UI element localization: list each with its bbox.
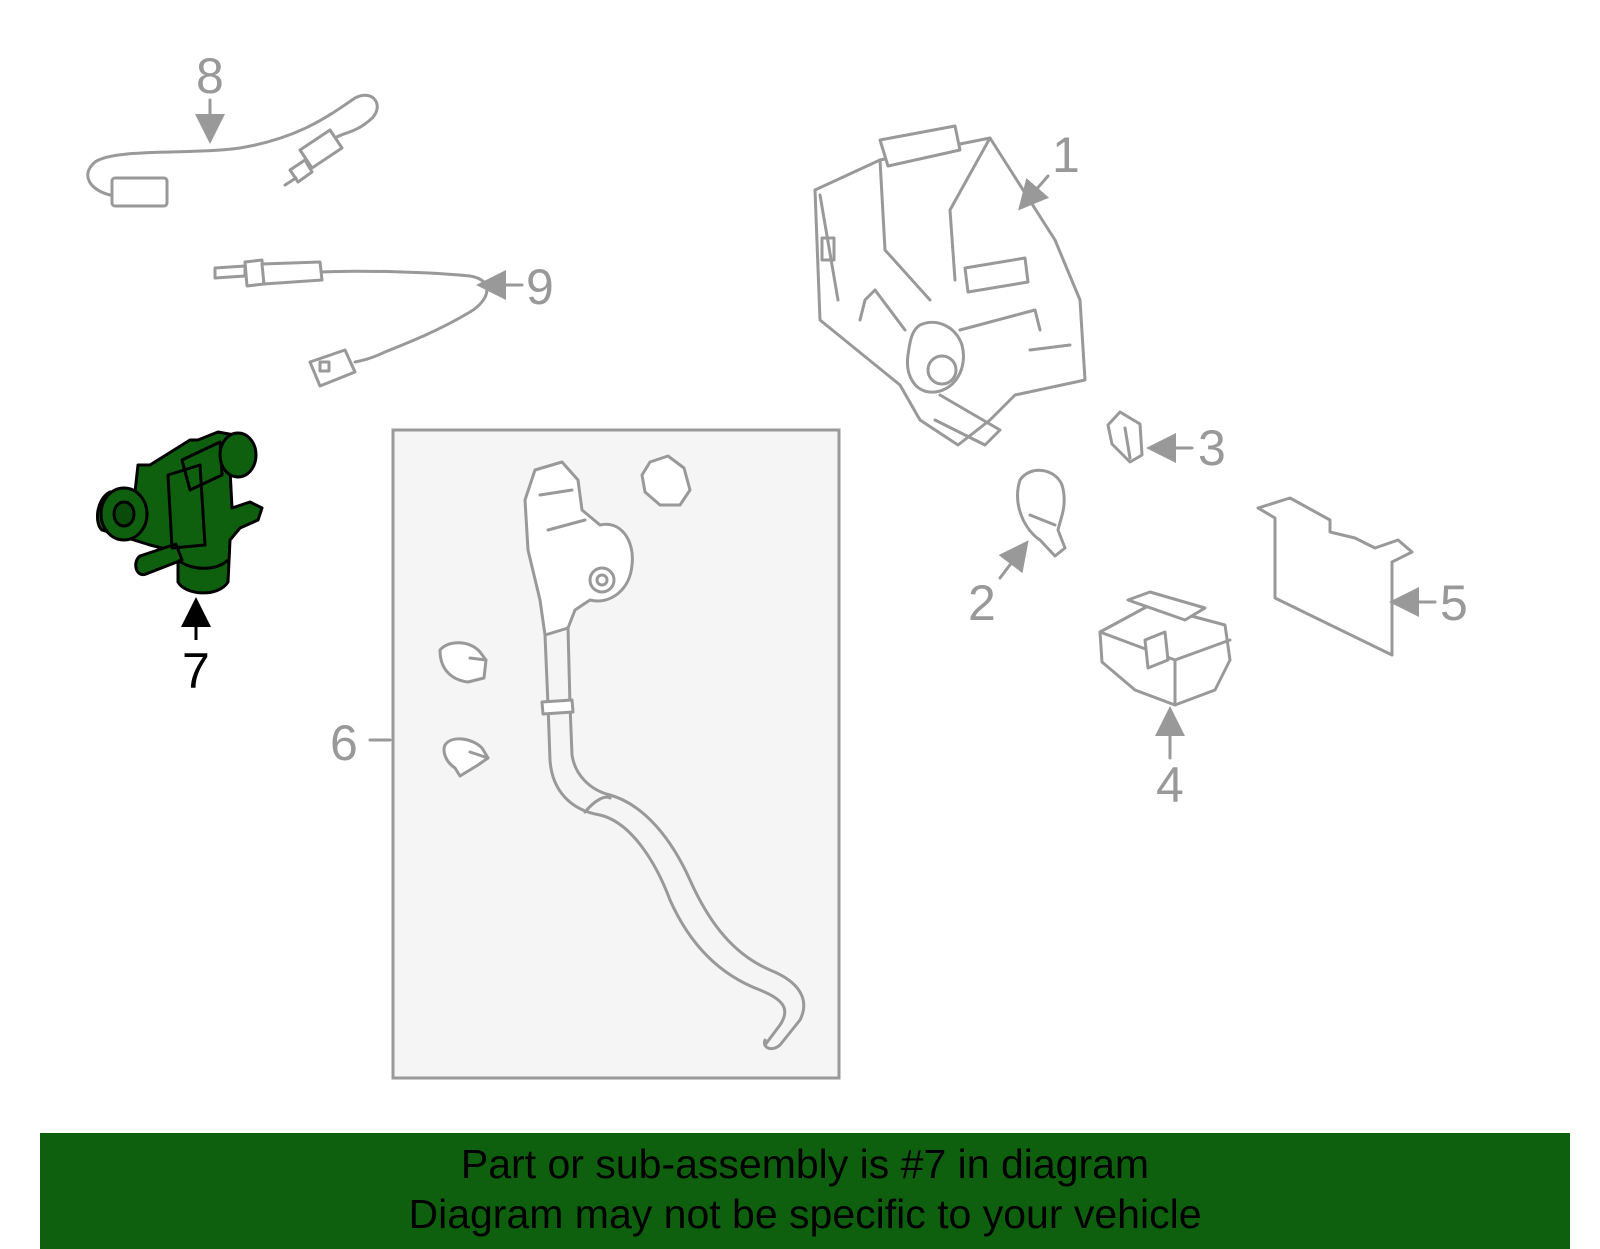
part-5-bracket — [1256, 496, 1414, 657]
callout-8: 8 — [196, 48, 224, 104]
info-banner: Part or sub-assembly is #7 in diagram Di… — [40, 1133, 1570, 1249]
callout-5: 5 — [1440, 575, 1468, 631]
callout-1: 1 — [1052, 127, 1080, 183]
callout-4: 4 — [1156, 757, 1184, 813]
part-8-oxygen-sensor — [86, 94, 379, 208]
part-6-hose-assembly — [391, 428, 841, 1080]
part-2-connector — [1016, 469, 1067, 558]
part-4-valve — [1098, 590, 1232, 707]
part-7-purge-valve-highlighted — [96, 430, 264, 595]
banner-line-2: Diagram may not be specific to your vehi… — [408, 1191, 1202, 1237]
banner-line-1: Part or sub-assembly is #7 in diagram — [460, 1141, 1150, 1187]
callout-7: 7 — [182, 643, 210, 699]
part-1-charcoal-canister — [813, 124, 1087, 447]
callout-9: 9 — [526, 259, 554, 315]
parts-diagram: 1 3 2 5 4 — [86, 48, 1468, 1080]
callout-6: 6 — [330, 715, 358, 771]
part-3-clip — [1106, 410, 1144, 464]
part-9-oxygen-sensor — [213, 258, 489, 388]
callout-3: 3 — [1198, 420, 1226, 476]
callout-2: 2 — [968, 575, 996, 631]
